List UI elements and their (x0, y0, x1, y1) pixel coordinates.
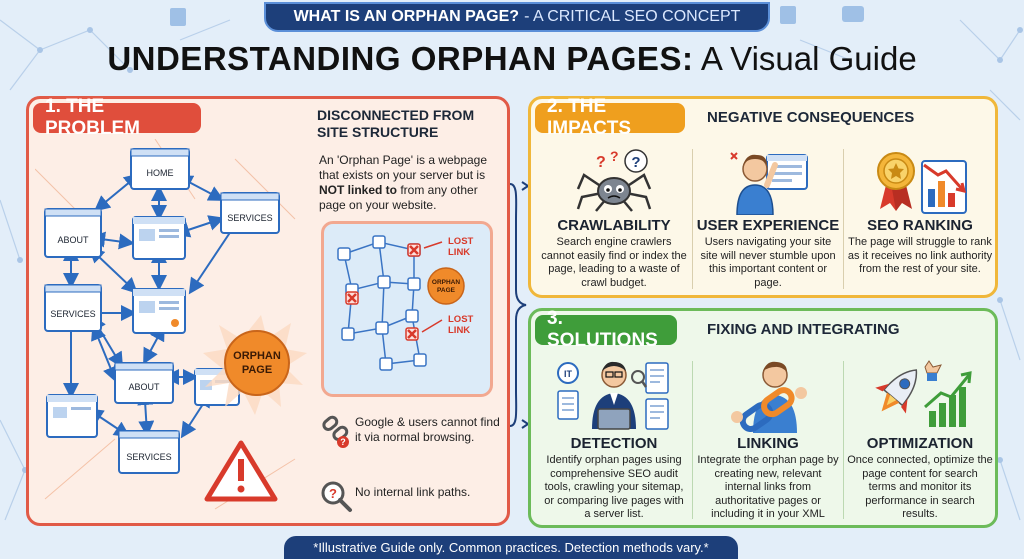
orphan-label-line2: PAGE (242, 364, 272, 376)
problem-description: An 'Orphan Page' is a webpage that exist… (319, 153, 505, 213)
top-banner: WHAT IS AN ORPHAN PAGE? - A CRITICAL SEO… (264, 2, 770, 32)
rocket-growth-icon (875, 360, 972, 427)
solution-optimization-title: OPTIMIZATION (866, 435, 974, 452)
orphan-label-line1: ORPHAN (233, 350, 281, 362)
page-title: UNDERSTANDING ORPHAN PAGES: A Visual Gui… (0, 40, 1024, 78)
ranking-drop-icon (877, 152, 967, 214)
solution-detection: IT DETECTION Identify orphan pages using… (539, 357, 689, 522)
orphan-page-small: ORPHAN PAGE (427, 267, 465, 305)
solution-linking-title: LINKING (737, 435, 799, 452)
problem-desc-bold: NOT linked to (319, 183, 397, 197)
site-network-diagram: HOME ABOUT SERVICES SERVICES (35, 139, 307, 510)
solution-optimization: OPTIMIZATION Once connected, optimize th… (845, 357, 995, 522)
linking-chain-icon (731, 361, 807, 433)
banner-question: WHAT IS AN ORPHAN PAGE? (293, 8, 520, 25)
page-home-label: HOME (147, 168, 174, 178)
confused-spider-icon: ? ? ? (576, 148, 652, 212)
solution-linking: LINKING Integrate the orphan page by cre… (693, 357, 843, 522)
impact-crawlability-text: Search engine crawlers cannot easily fin… (541, 236, 687, 289)
detection-worker-icon: IT (557, 361, 669, 430)
solutions-tag: 3. SOLUTIONS (535, 308, 677, 351)
lost-link-diagram: LOST LINK LOST LINK ORPHAN PAGE (337, 235, 474, 371)
impact-user-experience-text: Users navigating your site site will nev… (700, 236, 836, 289)
lost-link-2-line1: LOST (448, 314, 474, 325)
solution-linking-text: Integrate the orphan page by creating ne… (697, 454, 839, 520)
it-label: IT (564, 369, 573, 379)
lost-link-2-line2: LINK (448, 325, 470, 336)
document-icon (780, 6, 796, 24)
impact-seo-ranking: SEO RANKING The page will struggle to ra… (845, 145, 995, 277)
magnifier-question-icon: ? (321, 481, 352, 512)
impacts-panel: 2. THE IMPACTS NEGATIVE CONSEQUENCES ? ?… (528, 96, 998, 298)
broken-link-x-icon (405, 327, 419, 341)
svg-text:?: ? (631, 154, 640, 171)
note-cannot-find-text: Google & users cannot find it via normal… (355, 415, 500, 444)
broken-link-x-icon (345, 291, 359, 305)
impacts-divider (843, 149, 844, 289)
footer-disclaimer: *Illustrative Guide only. Common practic… (284, 536, 738, 559)
solution-detection-title: DETECTION (570, 435, 658, 452)
page-home: HOME (130, 148, 190, 190)
page-services-left-label: SERVICES (50, 309, 95, 319)
banner-subtitle: - A CRITICAL SEO CONCEPT (524, 8, 741, 25)
svg-text:?: ? (610, 148, 619, 164)
orphan-small-line1: ORPHAN (432, 279, 460, 286)
page-about-mid: ABOUT (114, 362, 174, 404)
problem-subtitle: DISCONNECTED FROM SITE STRUCTURE (317, 107, 475, 140)
page-title-rest: A Visual Guide (700, 40, 917, 77)
page-generic-1 (132, 216, 186, 260)
page-about-mid-label: ABOUT (128, 382, 160, 392)
page-generic-4 (46, 394, 98, 438)
broken-link-x-icon (407, 243, 421, 257)
confused-user-icon (730, 152, 808, 215)
impact-user-experience: USER EXPERIENCE Users navigating your si… (693, 145, 843, 290)
lost-link-inset: LOST LINK LOST LINK ORPHAN PAGE (321, 221, 493, 397)
problem-tag: 1. THE PROBLEM (33, 96, 201, 139)
impact-seo-ranking-title: SEO RANKING (867, 217, 973, 234)
note-no-paths: ? No internal link paths. (319, 479, 499, 519)
page-services-left: SERVICES (44, 284, 102, 332)
solutions-divider (692, 361, 693, 519)
impact-crawlability: ? ? ? CRAWLABILITY Search engine crawler… (539, 145, 689, 290)
impact-user-experience-title: USER EXPERIENCE (696, 217, 840, 234)
page-about-top: ABOUT (44, 208, 102, 258)
document-icon (170, 8, 186, 26)
impacts-subtitle: NEGATIVE CONSEQUENCES (707, 109, 915, 126)
lost-link-1-line1: LOST (448, 236, 474, 247)
folder-icon (842, 6, 864, 22)
warning-icon (204, 440, 278, 502)
impact-crawlability-title: CRAWLABILITY (557, 217, 671, 234)
page-generic-2 (132, 288, 186, 334)
svg-text:?: ? (340, 437, 346, 447)
orphan-small-line2: PAGE (437, 287, 456, 294)
problem-panel: 1. THE PROBLEM DISCONNECTED FROM SITE ST… (26, 96, 510, 526)
solutions-divider (843, 361, 844, 519)
problem-desc-part2: from any other page on your website. (319, 183, 478, 212)
page-services-top: SERVICES (220, 192, 280, 234)
solutions-panel: 3. SOLUTIONS FIXING AND INTEGRATING IT D… (528, 308, 998, 528)
lost-link-1-line2: LINK (448, 247, 470, 258)
solutions-subtitle: FIXING AND INTEGRATING (707, 321, 900, 338)
solution-detection-text: Identify orphan pages using comprehensiv… (544, 454, 684, 520)
note-cannot-find: ? Google & users cannot find it via norm… (319, 415, 500, 465)
note-no-paths-text: No internal link paths. (355, 485, 471, 499)
impacts-divider (692, 149, 693, 289)
page-services-bottom-label: SERVICES (126, 452, 171, 462)
impact-seo-ranking-text: The page will struggle to rank as it rec… (847, 236, 993, 275)
svg-text:?: ? (596, 154, 606, 171)
page-services-bottom: SERVICES (118, 430, 180, 474)
svg-text:?: ? (329, 486, 337, 501)
section-connector (509, 181, 530, 429)
solution-optimization-text: Once connected, optimize the page conten… (847, 454, 993, 520)
problem-desc-part1: An 'Orphan Page' is a webpage that exist… (319, 153, 488, 182)
page-services-top-label: SERVICES (227, 213, 272, 223)
broken-chain-icon: ? (322, 415, 349, 448)
page-title-bold: UNDERSTANDING ORPHAN PAGES: (107, 40, 694, 77)
page-about-top-label: ABOUT (57, 235, 89, 245)
orphan-page-node: ORPHAN PAGE (203, 315, 307, 415)
impacts-tag: 2. THE IMPACTS (535, 96, 685, 139)
